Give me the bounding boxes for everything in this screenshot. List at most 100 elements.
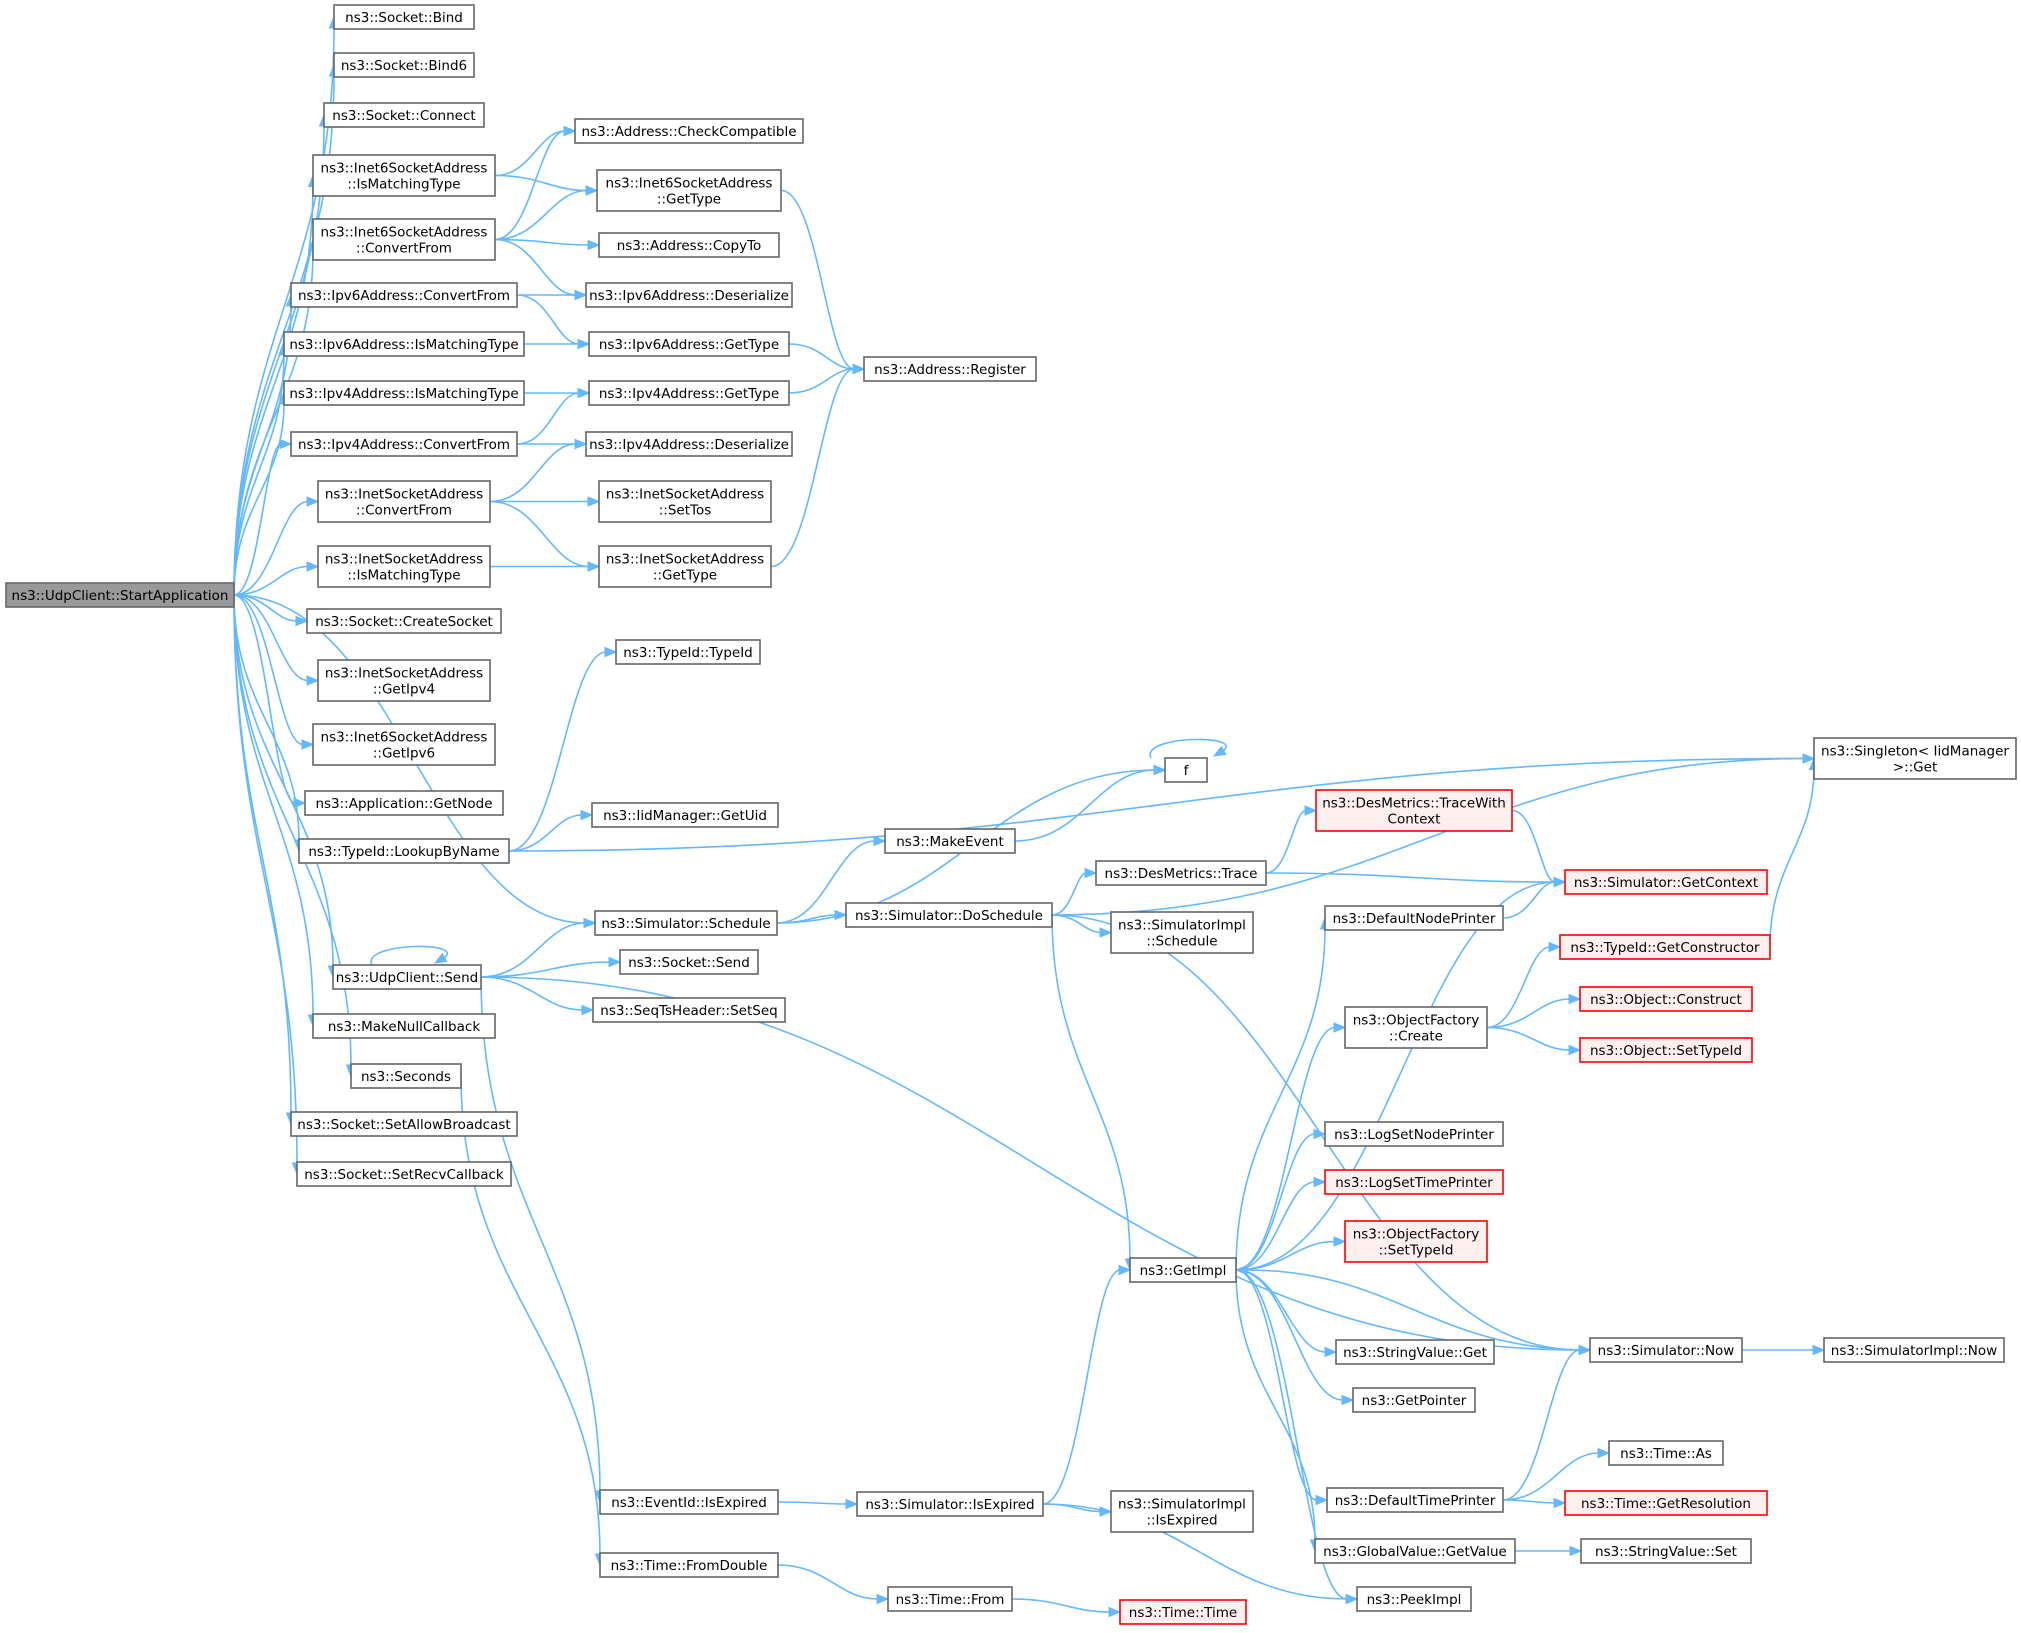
node-ip6Deser[interactable]: ns3::Ipv6Address::Deserialize [585, 282, 793, 308]
edge-timeFrom-to-timeTime [1011, 1598, 1122, 1618]
node-getIpv4[interactable]: ns3::InetSocketAddress::GetIpv4 [317, 659, 491, 702]
node-isExpiredEv[interactable]: ns3::EventId::IsExpired [599, 1489, 779, 1515]
node-implIsExpired[interactable]: ns3::SimulatorImpl::IsExpired [1110, 1490, 1254, 1533]
node-label: ns3::SimulatorImpl [1118, 1497, 1246, 1513]
node-doSchedule[interactable]: ns3::Simulator::DoSchedule [845, 902, 1053, 928]
node-udpSend[interactable]: ns3::UdpClient::Send [332, 964, 482, 990]
node-iGetType[interactable]: ns3::InetSocketAddress::GetType [598, 545, 772, 588]
node-label: ns3::Address::Register [874, 362, 1026, 378]
node-label: ns3::Seconds [361, 1069, 451, 1085]
edge-udpSend-to-simSchedule [480, 917, 597, 978]
node-gvGetValue[interactable]: ns3::GlobalValue::GetValue [1314, 1538, 1516, 1564]
edge-desTrace-to-simGetContext [1265, 872, 1567, 888]
node-fromDouble[interactable]: ns3::Time::FromDouble [599, 1552, 779, 1578]
node-lookupByName[interactable]: ns3::TypeId::LookupByName [298, 838, 510, 864]
node-iidGetUid[interactable]: ns3::IidManager::GetUid [591, 802, 779, 828]
node-getNode[interactable]: ns3::Application::GetNode [304, 790, 504, 816]
edge-getImpl-to-logSetTime [1235, 1176, 1327, 1271]
node-desTrace[interactable]: ns3::DesMetrics::Trace [1095, 860, 1267, 886]
node-ip4Convert[interactable]: ns3::Ipv4Address::ConvertFrom [290, 431, 518, 457]
node-timeFrom[interactable]: ns3::Time::From [887, 1586, 1013, 1612]
node-implSchedule[interactable]: ns3::SimulatorImpl::Schedule [1110, 911, 1254, 954]
node-addrCopyTo[interactable]: ns3::Address::CopyTo [598, 232, 780, 258]
node-label: ns3::ObjectFactory [1353, 1227, 1480, 1243]
node-makeNullCb[interactable]: ns3::MakeNullCallback [312, 1013, 496, 1039]
node-sockConnect[interactable]: ns3::Socket::Connect [323, 102, 485, 128]
node-makeEvent[interactable]: ns3::MakeEvent [884, 828, 1016, 854]
node-label: ns3::TypeId::GetConstructor [1570, 940, 1760, 956]
node-createSocket[interactable]: ns3::Socket::CreateSocket [306, 608, 502, 634]
node-label: ns3::Socket::Bind [345, 10, 463, 26]
node-label: ::ConvertFrom [356, 241, 452, 257]
node-ip4Deser[interactable]: ns3::Ipv4Address::Deserialize [585, 431, 793, 457]
node-ip6GetType[interactable]: ns3::Ipv6Address::GetType [588, 331, 790, 357]
node-getImpl[interactable]: ns3::GetImpl [1129, 1257, 1237, 1283]
edge-doSchedule-to-desTrace [1051, 867, 1098, 916]
node-recvCallback[interactable]: ns3::Socket::SetRecvCallback [296, 1161, 512, 1187]
node-strValGet[interactable]: ns3::StringValue::Get [1335, 1339, 1495, 1365]
edge-iConvert-to-iGetType [489, 500, 601, 572]
node-getResolution[interactable]: ns3::Time::GetResolution [1564, 1490, 1768, 1516]
node-allowBroadcast[interactable]: ns3::Socket::SetAllowBroadcast [290, 1111, 518, 1137]
node-socketSend[interactable]: ns3::Socket::Send [619, 949, 759, 975]
node-label: ns3::DefaultTimePrinter [1335, 1493, 1496, 1509]
node-ofSetTypeId[interactable]: ns3::ObjectFactory::SetTypeId [1344, 1220, 1488, 1263]
edge-getImpl-to-ofCreate [1235, 1022, 1347, 1271]
node-getIpv6[interactable]: ns3::Inet6SocketAddress::GetIpv6 [312, 723, 496, 766]
node-logSetNode[interactable]: ns3::LogSetNodePrinter [1324, 1121, 1504, 1147]
edge-makeEvent-to-f [1014, 764, 1167, 842]
node-logSetTime[interactable]: ns3::LogSetTimePrinter [1324, 1169, 1504, 1195]
node-getConstructor[interactable]: ns3::TypeId::GetConstructor [1559, 934, 1771, 960]
node-defTimePrinter[interactable]: ns3::DefaultTimePrinter [1326, 1487, 1504, 1513]
edge-fromDouble-to-timeFrom [777, 1564, 890, 1605]
node-iIsMatch[interactable]: ns3::InetSocketAddress::IsMatchingType [317, 545, 491, 588]
node-seconds[interactable]: ns3::Seconds [350, 1063, 462, 1089]
node-i6GetType[interactable]: ns3::Inet6SocketAddress::GetType [596, 169, 782, 212]
node-label: ns3::MakeEvent [896, 834, 1004, 850]
node-sockBind6[interactable]: ns3::Socket::Bind6 [333, 52, 475, 78]
node-ip4IsMatch[interactable]: ns3::Ipv4Address::IsMatchingType [283, 380, 525, 406]
node-ip6Convert[interactable]: ns3::Ipv6Address::ConvertFrom [290, 282, 518, 308]
node-implNow[interactable]: ns3::SimulatorImpl::Now [1823, 1337, 2005, 1363]
node-label: >::Get [1893, 760, 1937, 776]
node-i6IsMatch[interactable]: ns3::Inet6SocketAddress::IsMatchingType [312, 154, 496, 197]
node-label: ns3::Simulator::DoSchedule [855, 908, 1043, 924]
node-simGetContext[interactable]: ns3::Simulator::GetContext [1564, 869, 1768, 895]
node-root[interactable]: ns3::UdpClient::StartApplication [5, 582, 235, 608]
edge-udpSend-to-setSeq [480, 976, 595, 1016]
node-addrCheck[interactable]: ns3::Address::CheckCompatible [574, 118, 804, 144]
node-sockBind[interactable]: ns3::Socket::Bind [333, 4, 475, 30]
node-simNow[interactable]: ns3::Simulator::Now [1589, 1337, 1743, 1363]
node-iSetTos[interactable]: ns3::InetSocketAddress::SetTos [598, 480, 772, 523]
node-timeAs[interactable]: ns3::Time::As [1608, 1440, 1724, 1466]
node-label: ::ConvertFrom [356, 503, 452, 519]
node-simSchedule[interactable]: ns3::Simulator::Schedule [594, 910, 778, 936]
edge-desTrace-to-desTraceCtx [1265, 805, 1318, 874]
node-objConstruct[interactable]: ns3::Object::Construct [1579, 986, 1753, 1012]
node-ofCreate[interactable]: ns3::ObjectFactory::Create [1344, 1006, 1488, 1049]
edge-simNow-to-getImpl [1234, 1264, 1591, 1351]
node-simIsExpired[interactable]: ns3::Simulator::IsExpired [856, 1491, 1044, 1517]
node-objSetTypeId[interactable]: ns3::Object::SetTypeId [1579, 1037, 1753, 1063]
node-label: ns3::Time::GetResolution [1581, 1496, 1751, 1512]
node-i6Convert[interactable]: ns3::Inet6SocketAddress::ConvertFrom [312, 218, 496, 261]
edge-lookupByName-to-iidGetUid [508, 809, 594, 852]
edge-root-to-getIpv4 [233, 594, 320, 686]
node-ip4GetType[interactable]: ns3::Ipv4Address::GetType [588, 380, 790, 406]
node-peekImpl[interactable]: ns3::PeekImpl [1356, 1586, 1472, 1612]
node-label: ns3::TypeId::LookupByName [308, 844, 499, 860]
node-getPointer[interactable]: ns3::GetPointer [1352, 1387, 1476, 1413]
node-addrRegister[interactable]: ns3::Address::Register [863, 356, 1037, 382]
node-strValSet[interactable]: ns3::StringValue::Set [1580, 1538, 1752, 1564]
node-iConvert[interactable]: ns3::InetSocketAddress::ConvertFrom [317, 480, 491, 523]
node-label: ::Create [1389, 1029, 1443, 1045]
edge-defTimePrinter-to-getResolution [1502, 1497, 1567, 1509]
node-f[interactable]: f [1164, 757, 1208, 783]
node-singletonGet[interactable]: ns3::Singleton< IidManager >::Get [1813, 737, 2017, 780]
node-ip6IsMatch[interactable]: ns3::Ipv6Address::IsMatchingType [283, 331, 525, 357]
node-timeTime[interactable]: ns3::Time::Time [1119, 1599, 1247, 1625]
node-defNodePrinter[interactable]: ns3::DefaultNodePrinter [1324, 905, 1504, 931]
node-setSeq[interactable]: ns3::SeqTsHeader::SetSeq [592, 997, 786, 1023]
node-typeIdCtor[interactable]: ns3::TypeId::TypeId [615, 639, 761, 665]
